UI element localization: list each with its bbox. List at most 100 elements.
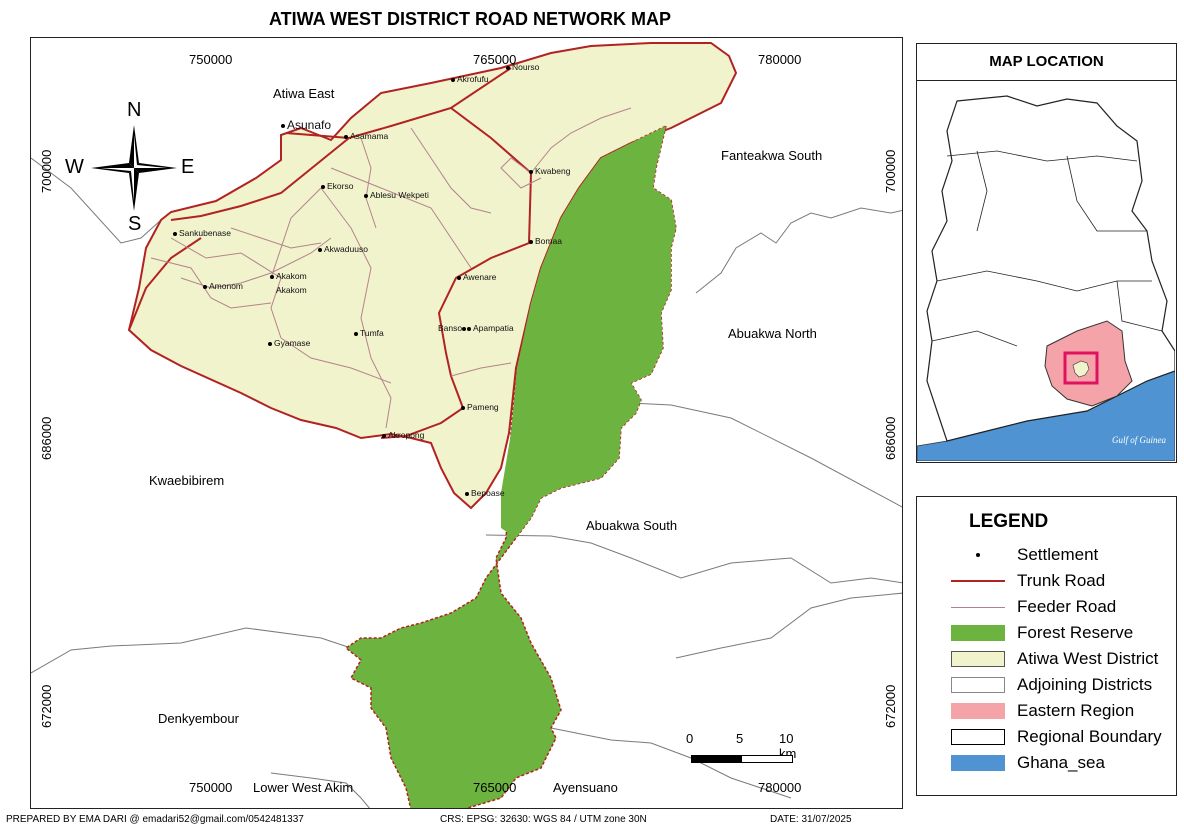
settlement-akrofufu: Akrofufu bbox=[451, 74, 489, 84]
feeder-road-line-icon bbox=[951, 599, 1005, 615]
settlement-apampatia: Apampatia bbox=[467, 323, 514, 333]
settlement-label: Akakom bbox=[276, 271, 307, 281]
east-label: E bbox=[181, 156, 195, 178]
settlement-dot bbox=[461, 405, 465, 410]
grid-label-bottom-1: 750000 bbox=[189, 780, 233, 795]
compass-icon bbox=[91, 125, 177, 211]
settlement-asamama: Asamama bbox=[344, 131, 388, 141]
settlement-label: Pameng bbox=[467, 402, 499, 412]
settlement-dot bbox=[451, 77, 455, 82]
legend-label: Eastern Region bbox=[1017, 701, 1135, 720]
settlement-label: Nourso bbox=[512, 62, 540, 72]
settlement-label: Akropong bbox=[388, 430, 425, 440]
grid-label-left-3: 672000 bbox=[39, 684, 54, 728]
settlement-dot bbox=[203, 284, 207, 289]
settlement-label: Akwaduuso bbox=[324, 244, 368, 254]
grid-label-right-1: 700000 bbox=[883, 149, 898, 193]
settlement-dot bbox=[173, 231, 177, 236]
district-locator-box bbox=[1063, 351, 1099, 385]
settlement-dot bbox=[268, 341, 272, 346]
west-label: W bbox=[65, 156, 84, 178]
adjoining-swatch-icon bbox=[951, 677, 1005, 693]
location-map-title: MAP LOCATION bbox=[917, 44, 1176, 81]
settlement-label: Awenare bbox=[463, 272, 497, 282]
grid-label-bottom-3: 780000 bbox=[758, 780, 802, 795]
gulf-of-guinea-label: Gulf of Guinea bbox=[1112, 435, 1166, 445]
district-swatch-icon bbox=[951, 651, 1005, 667]
settlement-label: Bepoase bbox=[471, 488, 505, 498]
settlement-amonom: Amonom bbox=[203, 281, 243, 291]
settlement-dot bbox=[321, 184, 325, 189]
settlement-ekorso: Ekorso bbox=[321, 181, 353, 191]
legend-label: Ghana_sea bbox=[1017, 753, 1105, 772]
settlement-pameng: Pameng bbox=[461, 402, 499, 412]
settlement-dot bbox=[529, 169, 533, 174]
settlement-dot bbox=[344, 134, 348, 139]
scale-label-0: 0 bbox=[686, 731, 694, 746]
settlement-dot bbox=[382, 433, 386, 438]
location-map-box[interactable]: MAP LOCATION Gulf of Guinea bbox=[916, 43, 1177, 463]
legend-title: LEGEND bbox=[969, 511, 1049, 532]
settlement-akropong: Akropong bbox=[382, 430, 424, 440]
settlement-label: Apampatia bbox=[473, 323, 514, 333]
settlement-label: Kwabeng bbox=[535, 166, 571, 176]
settlement-dot bbox=[457, 275, 461, 280]
settlement-dot bbox=[529, 239, 533, 244]
grid-label-top-3: 780000 bbox=[758, 52, 802, 67]
settlement-akakom-2: Akakom bbox=[276, 285, 307, 295]
settlement-label: Tumfa bbox=[360, 328, 384, 338]
south-label: S bbox=[128, 213, 142, 235]
crs-text: CRS: EPSG: 32630: WGS 84 / UTM zone 30N bbox=[440, 814, 647, 825]
settlement-kwabeng: Kwabeng bbox=[529, 166, 570, 176]
settlement-dot bbox=[281, 123, 285, 128]
legend-label: Atiwa West District bbox=[1017, 649, 1159, 668]
settlement-dot-icon bbox=[951, 547, 1005, 563]
settlement-dot bbox=[462, 326, 467, 331]
grid-label-top-2: 765000 bbox=[473, 52, 517, 67]
district-locator-shape bbox=[1072, 360, 1090, 378]
settlement-akakom-1: Akakom bbox=[270, 271, 307, 281]
regional-boundary-swatch-icon bbox=[951, 729, 1005, 745]
grid-label-left-1: 700000 bbox=[39, 149, 54, 193]
legend-label: Adjoining Districts bbox=[1017, 675, 1153, 694]
regional-boundaries bbox=[931, 150, 1163, 347]
legend-item-trunk-road: Trunk Road bbox=[951, 570, 1105, 592]
legend-item-regional-boundary: Regional Boundary bbox=[951, 726, 1162, 748]
settlement-nourso: Nourso bbox=[506, 62, 539, 72]
map-title: ATIWA WEST DISTRICT ROAD NETWORK MAP bbox=[269, 9, 671, 29]
settlement-dot bbox=[465, 491, 469, 496]
legend-label: Regional Boundary bbox=[1017, 727, 1162, 746]
grid-label-top-1: 750000 bbox=[189, 52, 233, 67]
settlement-akwaduuso: Akwaduuso bbox=[318, 244, 368, 254]
legend-box[interactable]: LEGEND Settlement Trunk Road Feeder Road… bbox=[916, 496, 1177, 796]
district-label-abuakwa-north: Abuakwa North bbox=[728, 326, 817, 341]
settlement-label: Bomaa bbox=[535, 236, 562, 246]
north-label: N bbox=[127, 99, 142, 121]
legend-label: Settlement bbox=[1017, 545, 1099, 564]
district-label-kwaebibirem: Kwaebibirem bbox=[149, 473, 225, 488]
settlement-label: Asamama bbox=[350, 131, 389, 141]
settlement-awenare: Awenare bbox=[457, 272, 496, 282]
location-map-svg: Gulf of Guinea bbox=[917, 95, 1176, 462]
legend-label: Feeder Road bbox=[1017, 597, 1117, 616]
settlement-banso: Banso bbox=[438, 323, 468, 333]
grid-label-bottom-2: 765000 bbox=[473, 780, 517, 795]
eastern-region bbox=[1044, 320, 1133, 407]
footer: PREPARED BY EMA DARI @ emadari52@gmail.c… bbox=[0, 814, 1184, 830]
sea-swatch-icon bbox=[951, 755, 1005, 771]
settlement-dot bbox=[354, 331, 358, 336]
district-label-atiwa-east: Atiwa East bbox=[273, 86, 335, 101]
district-label-denkyembour: Denkyembour bbox=[158, 711, 239, 726]
scale-segment-black bbox=[691, 755, 743, 763]
legend-item-adjoining-districts: Adjoining Districts bbox=[951, 674, 1152, 696]
district-label-abuakwa-south: Abuakwa South bbox=[586, 518, 678, 533]
settlement-label: Asunafo bbox=[287, 118, 332, 132]
settlement-bomaa: Bomaa bbox=[529, 236, 562, 246]
settlement-tumfa: Tumfa bbox=[354, 328, 384, 338]
scale-label-5: 5 bbox=[736, 731, 744, 746]
grid-label-right-3: 672000 bbox=[883, 684, 898, 728]
settlement-label: Amonom bbox=[209, 281, 244, 291]
main-map-frame[interactable]: 750000 765000 780000 750000 765000 78000… bbox=[30, 37, 903, 809]
legend-label: Forest Reserve bbox=[1017, 623, 1134, 642]
settlement-ablesu-wekpeti: Ablesu Wekpeti bbox=[364, 190, 429, 200]
